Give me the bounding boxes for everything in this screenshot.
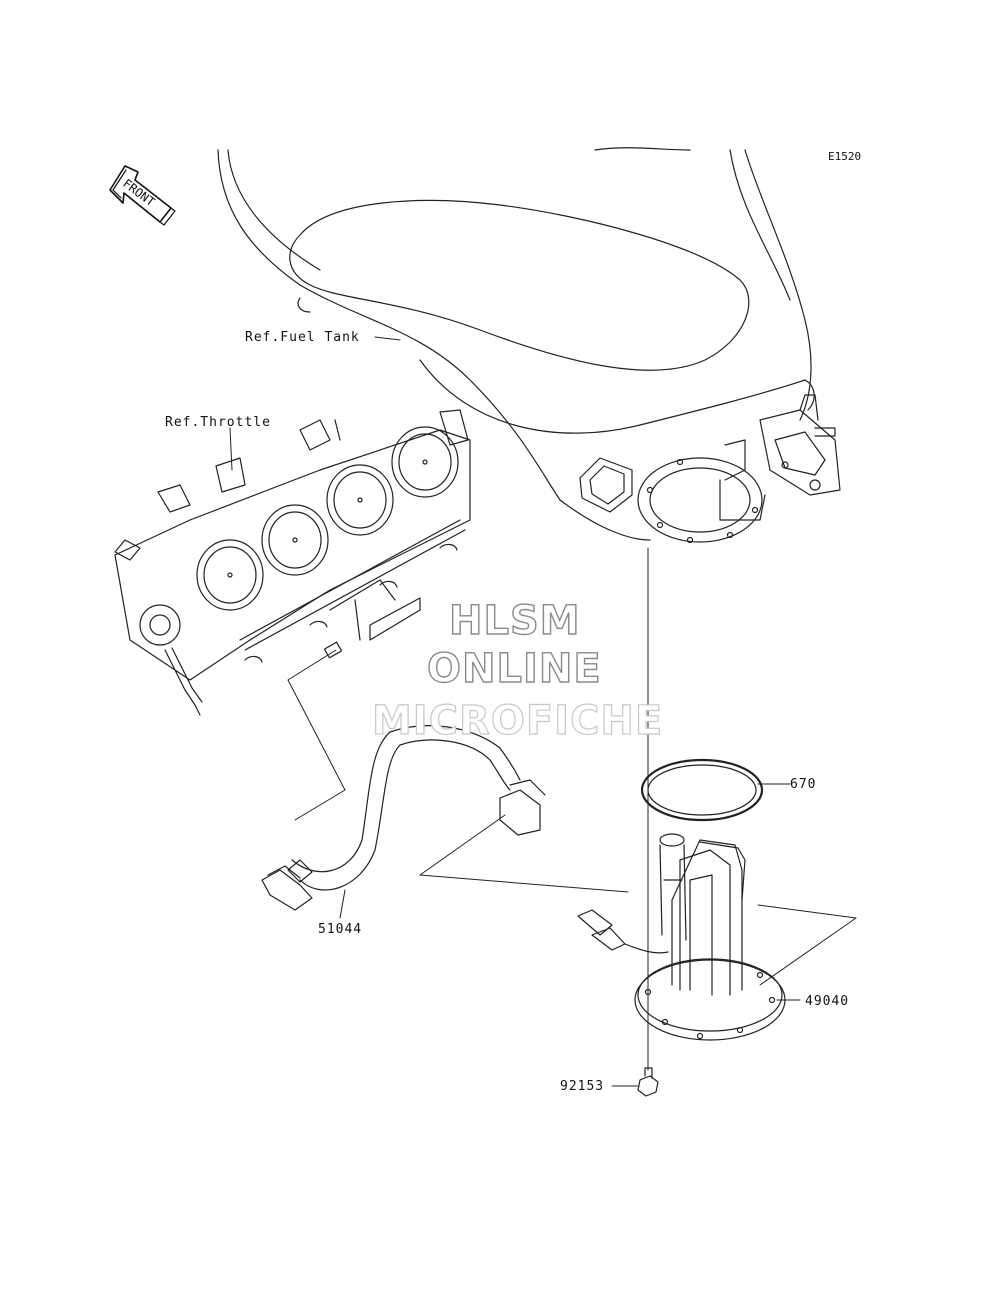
diagram-code: E1520 <box>828 150 862 163</box>
watermark-line-2: ONLINE <box>426 645 602 692</box>
part-number-92153[interactable]: 92153 <box>560 1079 605 1094</box>
leader-lines <box>229 336 857 1087</box>
part-number-51044[interactable]: 51044 <box>318 922 363 937</box>
tank-mount-flange <box>637 394 841 544</box>
fuel-tank-outline <box>217 147 815 541</box>
ref-throttle-label[interactable]: Ref.Throttle <box>165 415 271 430</box>
watermark-line-3: MICROFICHE <box>371 697 664 744</box>
watermark-line-1: HLSM <box>448 597 581 644</box>
fuel-pump-49040 <box>577 833 786 1041</box>
part-number-670[interactable]: 670 <box>790 777 817 792</box>
part-number-49040[interactable]: 49040 <box>805 994 850 1009</box>
ref-fuel-tank-label[interactable]: Ref.Fuel Tank <box>245 330 360 345</box>
front-arrow-icon: FRONT <box>109 165 176 226</box>
fuel-hose <box>261 641 546 911</box>
bolt-92153 <box>637 1067 659 1097</box>
gasket-670 <box>640 758 764 822</box>
throttle-body-assembly <box>114 409 471 716</box>
